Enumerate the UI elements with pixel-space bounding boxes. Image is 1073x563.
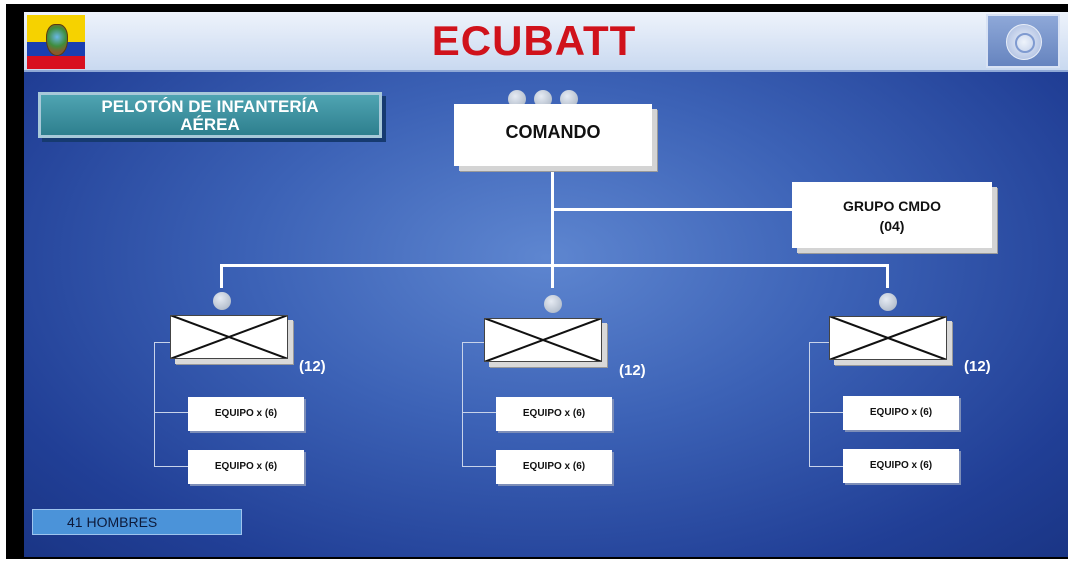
rank-dot	[560, 90, 578, 108]
header-bar: ECUBATT	[24, 12, 1068, 72]
command-box: COMANDO	[454, 104, 652, 166]
team-connector	[154, 342, 155, 466]
unit-label: PELOTÓN DE INFANTERÍA AÉREA	[38, 92, 382, 138]
team-box: EQUIPO x (6)	[843, 396, 959, 430]
rank-dot	[534, 90, 552, 108]
team-connector	[809, 466, 843, 467]
infantry-symbol-icon	[484, 318, 602, 362]
rank-dot	[544, 295, 562, 313]
command-group-box: GRUPO CMDO (04)	[792, 182, 992, 248]
team-box: EQUIPO x (6)	[496, 450, 612, 484]
team-box: EQUIPO x (6)	[496, 397, 612, 431]
slide: ECUBATT PELOTÓN DE INFANTERÍA AÉREA COMA…	[24, 12, 1068, 557]
command-group-label: GRUPO CMDO (04)	[792, 196, 992, 236]
squad-box	[170, 315, 288, 359]
squad-count: (12)	[299, 358, 326, 375]
team-connector	[154, 466, 188, 467]
squad-drop-line	[220, 264, 223, 288]
rank-dot	[508, 90, 526, 108]
ecuador-flag-icon	[27, 15, 85, 69]
un-emblem-icon	[986, 14, 1060, 68]
squad-count: (12)	[964, 358, 991, 375]
infantry-symbol-icon	[170, 315, 288, 359]
rank-dot	[213, 292, 231, 310]
unit-label-line2: AÉREA	[180, 115, 240, 134]
squad-bus-line	[220, 264, 889, 267]
team-connector	[154, 412, 188, 413]
team-connector	[809, 342, 810, 466]
rank-dot	[879, 293, 897, 311]
team-connector	[462, 342, 484, 343]
squad-drop-line	[551, 264, 554, 288]
team-connector	[809, 412, 843, 413]
slide-frame: ECUBATT PELOTÓN DE INFANTERÍA AÉREA COMA…	[6, 4, 1068, 559]
command-group-name: GRUPO CMDO	[843, 198, 941, 214]
command-connector	[551, 172, 554, 264]
infantry-symbol-icon	[829, 316, 947, 360]
team-connector	[462, 342, 463, 466]
squad-count: (12)	[619, 362, 646, 379]
team-connector	[462, 412, 496, 413]
command-group-count: (04)	[879, 218, 905, 234]
squad-box	[829, 316, 947, 360]
team-box: EQUIPO x (6)	[843, 449, 959, 483]
unit-label-line1: PELOTÓN DE INFANTERÍA	[101, 97, 319, 116]
page-title: ECUBATT	[431, 17, 637, 64]
team-box: EQUIPO x (6)	[188, 397, 304, 431]
command-label: COMANDO	[505, 122, 601, 142]
squad-drop-line	[886, 264, 889, 288]
team-connector	[809, 342, 829, 343]
group-connector	[551, 208, 794, 211]
team-connector	[154, 342, 170, 343]
team-box: EQUIPO x (6)	[188, 450, 304, 484]
squad-box	[484, 318, 602, 362]
total-strength-label: 41 HOMBRES	[32, 509, 242, 535]
team-connector	[462, 466, 496, 467]
